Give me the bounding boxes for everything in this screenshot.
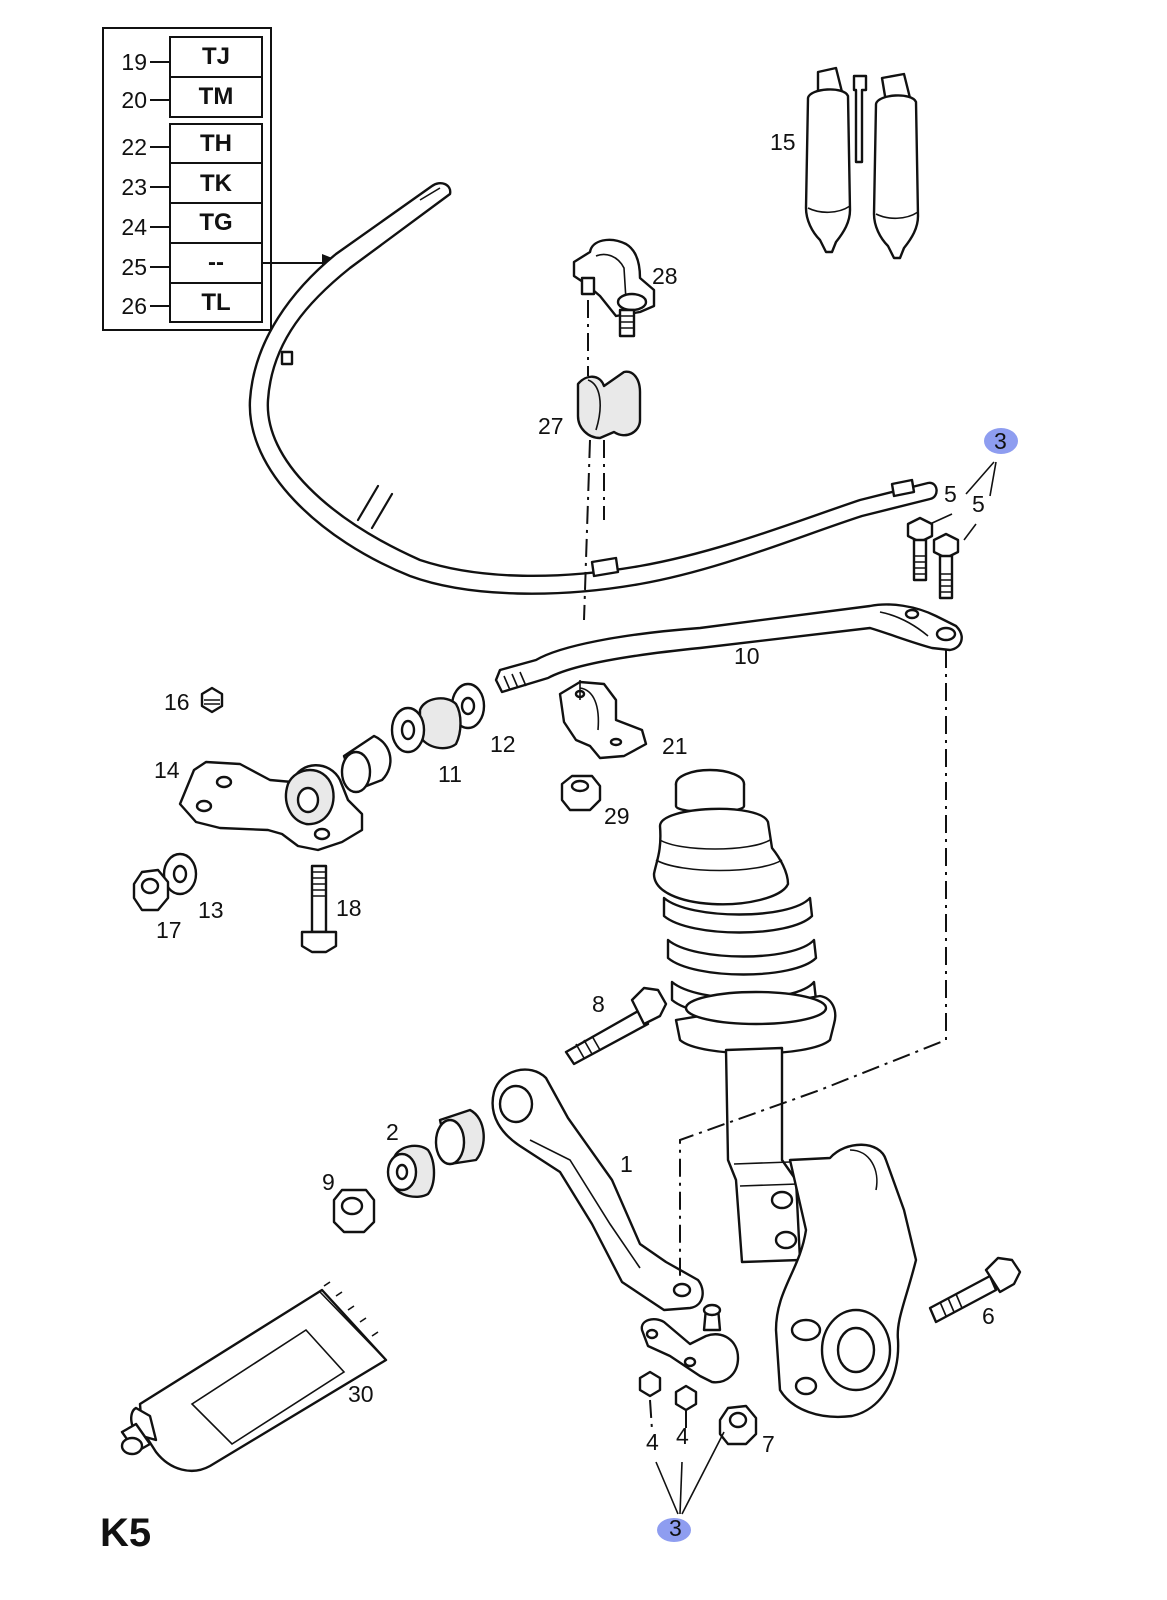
callout-12: 12 xyxy=(490,731,516,757)
part-4-bolts xyxy=(638,1370,698,1412)
table-row: 25 -- xyxy=(121,249,224,280)
part-14-bracket xyxy=(178,760,364,852)
row-number: 22 xyxy=(121,134,147,160)
table-row: 20 TM xyxy=(121,83,233,113)
part-2-bushings xyxy=(386,1108,485,1198)
callout-highlight xyxy=(657,1518,691,1542)
table-row: 26 TL xyxy=(121,289,230,319)
option-code: TM xyxy=(199,83,234,110)
callout-11: 11 xyxy=(438,761,462,787)
part-17-nut xyxy=(132,868,170,912)
row-number: 24 xyxy=(121,214,147,240)
option-code: TK xyxy=(200,170,233,197)
strut-body xyxy=(724,1046,802,1264)
ball-joint xyxy=(640,1303,740,1384)
callout-labels: 1 2 3 3 4 4 5 5 6 7 8 9 10 11 12 13 14 1… xyxy=(154,129,1007,1541)
row-number: 26 xyxy=(121,293,147,319)
callout-4: 4 xyxy=(676,1423,689,1449)
callout-16: 16 xyxy=(164,689,190,715)
option-code: TL xyxy=(201,289,230,316)
callout-27: 27 xyxy=(538,413,564,439)
sheet-label: K5 xyxy=(100,1511,151,1555)
callout-18: 18 xyxy=(336,895,362,921)
part-30-grease-tube xyxy=(120,1281,388,1473)
callout-14: 14 xyxy=(154,757,180,783)
assembly-lines xyxy=(583,300,947,1431)
row-number: 19 xyxy=(121,49,147,75)
row-number: 23 xyxy=(121,174,147,200)
table-row: 23 TK xyxy=(121,170,232,200)
part-15-gas-struts xyxy=(804,66,920,260)
callout-2: 2 xyxy=(386,1119,399,1145)
callout-30: 30 xyxy=(348,1381,374,1407)
leader-lines xyxy=(655,461,997,1515)
part-27-bushing xyxy=(576,370,642,440)
callout-7: 7 xyxy=(762,1431,775,1457)
callout-4: 4 xyxy=(646,1429,659,1455)
stabilizer-bar xyxy=(248,182,938,595)
part-18-bolt xyxy=(300,864,338,954)
part-28-clamp xyxy=(572,238,656,338)
callout-8: 8 xyxy=(592,991,605,1017)
option-code: TJ xyxy=(202,43,230,70)
table-row: 22 TH xyxy=(121,130,232,160)
part-10-tension-strut xyxy=(494,603,963,694)
part-5-bolts xyxy=(906,516,960,600)
part-21-bracket xyxy=(558,680,648,760)
option-code: TG xyxy=(199,209,232,236)
callout-1: 1 xyxy=(620,1151,633,1177)
callout-17: 17 xyxy=(156,917,182,943)
callout-5: 5 xyxy=(972,491,985,517)
callout-6: 6 xyxy=(982,1303,995,1329)
option-code-table: 19 TJ 20 TM 22 TH 23 TK 24 TG 25 -- xyxy=(102,27,272,331)
option-code: TH xyxy=(200,130,232,157)
table-row: 24 TG xyxy=(121,209,232,240)
callout-10: 10 xyxy=(734,643,760,669)
part-6-bolt xyxy=(928,1256,1022,1324)
part-8-bolt xyxy=(564,986,668,1066)
callout-28: 28 xyxy=(652,263,678,289)
row-number: 20 xyxy=(121,87,147,113)
part-7-nut xyxy=(718,1404,758,1446)
option-code: -- xyxy=(208,249,224,276)
callout-3: 3 xyxy=(994,428,1007,454)
callout-29: 29 xyxy=(604,803,630,829)
part-16-nut xyxy=(200,686,224,714)
coil-spring-assembly xyxy=(652,768,837,1055)
part-9-nut xyxy=(332,1188,376,1234)
part-1-control-arm xyxy=(491,1068,704,1312)
table-row: 19 TJ xyxy=(121,43,230,75)
callout-9: 9 xyxy=(322,1169,335,1195)
callout-3-bottom: 3 xyxy=(669,1515,682,1541)
callout-13: 13 xyxy=(198,897,224,923)
steering-knuckle xyxy=(774,1143,918,1418)
part-11-bushings xyxy=(340,697,462,794)
part-29-nut xyxy=(560,774,602,812)
row-number: 25 xyxy=(121,254,147,280)
callout-highlight xyxy=(984,428,1018,454)
callout-21: 21 xyxy=(662,733,688,759)
callout-5: 5 xyxy=(944,481,957,507)
callout-15: 15 xyxy=(770,129,796,155)
part-13-washer xyxy=(162,852,198,896)
